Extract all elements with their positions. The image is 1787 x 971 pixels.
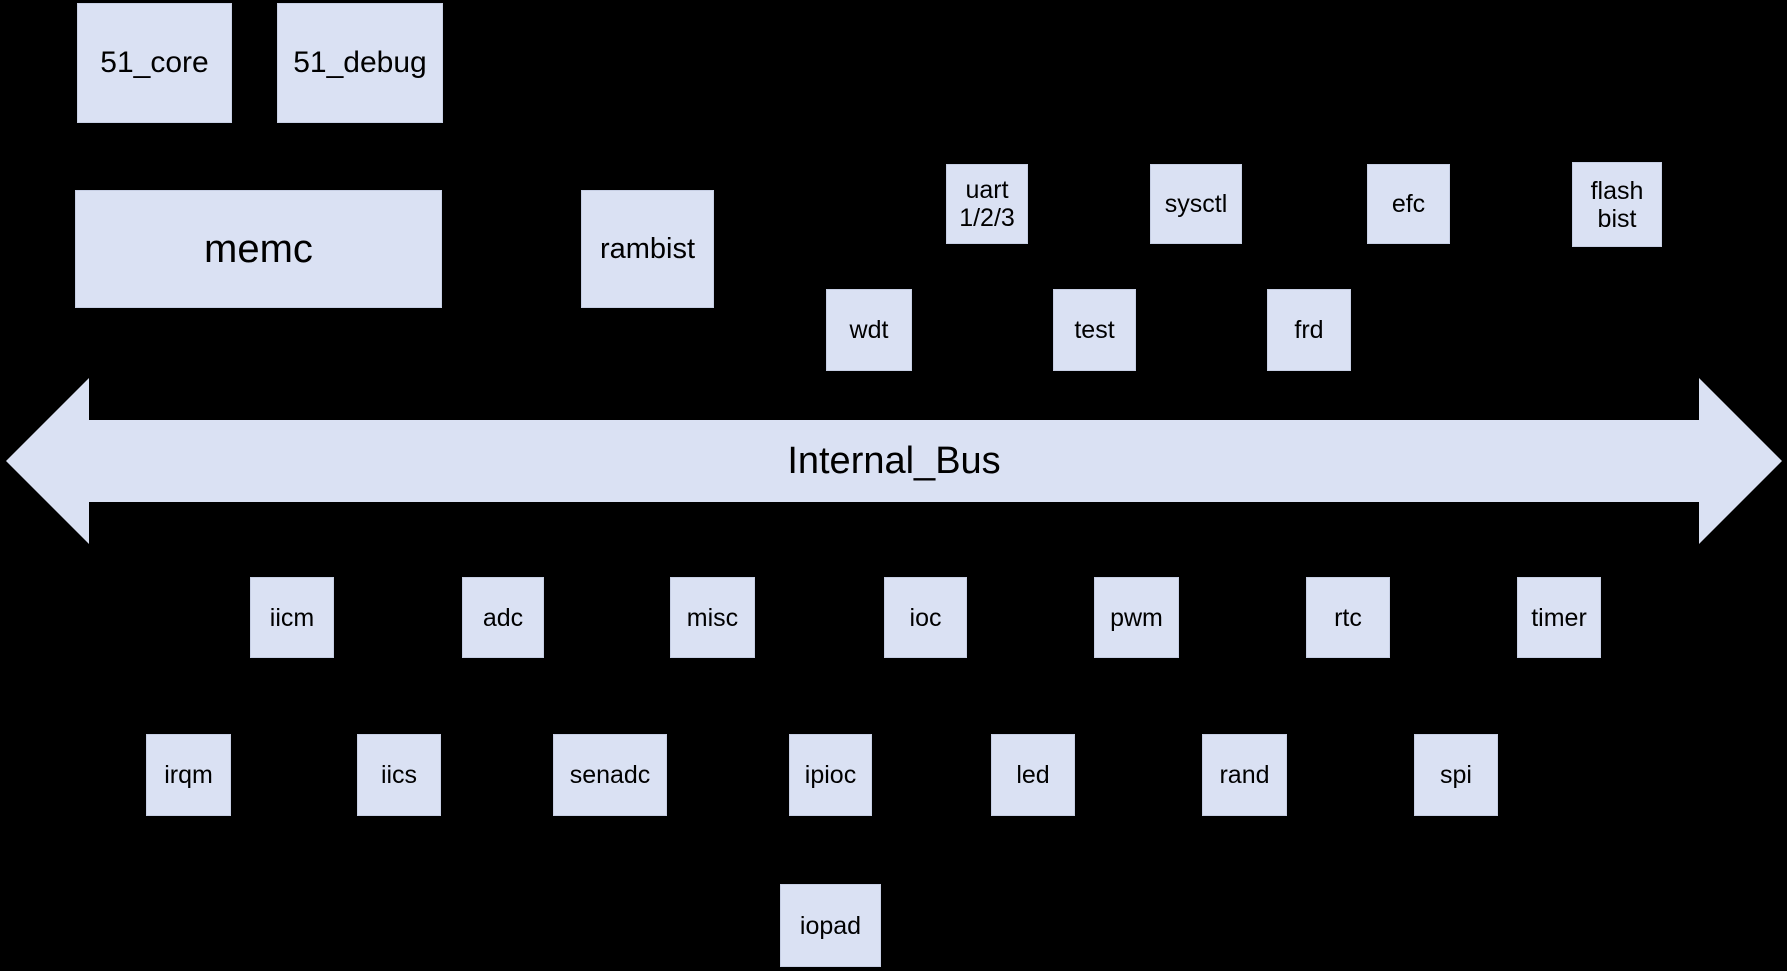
- block-label: iopad: [799, 911, 862, 940]
- block-label: uart 1/2/3: [959, 176, 1015, 232]
- block-rtc: rtc: [1306, 577, 1390, 658]
- block-adc: adc: [462, 577, 544, 658]
- block-efc: efc: [1367, 164, 1450, 244]
- block-iics: iics: [357, 734, 441, 816]
- block-label: led: [1016, 761, 1050, 789]
- block-51-debug: 51_debug: [277, 3, 443, 123]
- block-wdt: wdt: [826, 289, 912, 371]
- block-label: ioc: [909, 603, 942, 632]
- block-label: test: [1074, 316, 1115, 344]
- block-label: irqm: [164, 761, 213, 789]
- block-uart-1-2-3: uart 1/2/3: [946, 164, 1028, 244]
- block-label: rambist: [599, 232, 696, 265]
- block-label: frd: [1294, 316, 1324, 344]
- block-misc: misc: [670, 577, 755, 658]
- block-led: led: [991, 734, 1075, 816]
- block-ioc: ioc: [884, 577, 967, 658]
- block-iicm: iicm: [250, 577, 334, 658]
- block-label: wdt: [849, 316, 889, 344]
- block-label: sysctl: [1164, 190, 1228, 218]
- block-memc: memc: [75, 190, 442, 308]
- block-label: iicm: [269, 603, 315, 632]
- block-timer: timer: [1517, 577, 1601, 658]
- block-label: ipioc: [804, 761, 857, 789]
- block-iopad: iopad: [780, 884, 881, 967]
- block-label: 51_core: [100, 46, 209, 80]
- block-label: flash bist: [1590, 176, 1644, 233]
- block-frd: frd: [1267, 289, 1351, 371]
- block-senadc: senadc: [553, 734, 667, 816]
- block-flash-bist: flash bist: [1572, 162, 1662, 247]
- block-label: 51_debug: [293, 46, 427, 80]
- block-ipioc: ipioc: [789, 734, 872, 816]
- block-test: test: [1053, 289, 1136, 371]
- block-rambist: rambist: [581, 190, 714, 308]
- internal-bus-label: Internal_Bus: [787, 439, 1001, 482]
- block-spi: spi: [1414, 734, 1498, 816]
- block-label: rand: [1219, 761, 1270, 789]
- block-label: spi: [1440, 761, 1472, 789]
- block-label: senadc: [569, 761, 651, 789]
- block-rand: rand: [1202, 734, 1287, 816]
- block-label: rtc: [1334, 603, 1362, 632]
- block-label: pwm: [1110, 603, 1163, 632]
- block-pwm: pwm: [1094, 577, 1179, 658]
- block-label: timer: [1531, 603, 1587, 632]
- block-label: efc: [1391, 190, 1426, 218]
- block-label: memc: [204, 226, 313, 271]
- block-irqm: irqm: [146, 734, 231, 816]
- block-label: adc: [482, 603, 524, 632]
- block-label: iics: [380, 761, 418, 789]
- block-label: misc: [686, 603, 739, 632]
- internal-bus-arrow: Internal_Bus: [6, 378, 1782, 544]
- block-51-core: 51_core: [77, 3, 232, 123]
- block-sysctl: sysctl: [1150, 164, 1242, 244]
